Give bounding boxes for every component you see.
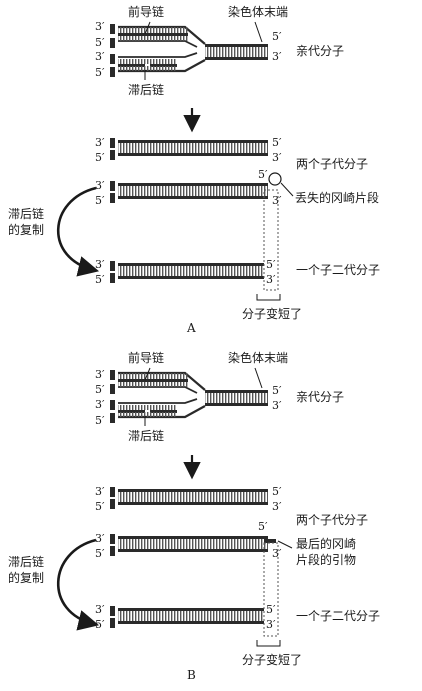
end-label-5prime: 5′ (95, 618, 105, 631)
end-label-3prime: 3′ (272, 399, 282, 412)
missing-fragment-marker (268, 172, 282, 186)
end-label-5prime: 5′ (95, 66, 105, 79)
end-label-3prime: 3′ (272, 500, 282, 513)
end-label-5prime: 5′ (95, 151, 105, 164)
end-label-5prime: 5′ (266, 603, 276, 616)
daughter-molecule-1-a (110, 138, 268, 160)
end-label-3prime: 3′ (95, 398, 105, 411)
label-molecule-shortened: 分子变短了 (242, 306, 302, 321)
daughter-molecule-2-b (110, 534, 276, 556)
parent-molecule-a (110, 24, 268, 77)
end-label-5prime: 5′ (95, 414, 105, 427)
label-last-primer: 片段的引物 (296, 552, 356, 567)
shortening-bracket (256, 640, 281, 647)
end-label-5prime: 5′ (266, 258, 276, 271)
end-label-5prime: 5′ (272, 30, 282, 43)
end-label-5prime: 5′ (272, 384, 282, 397)
label-lagging-strand: 滞后链 (128, 428, 164, 443)
label-parent-molecule: 亲代分子 (296, 390, 344, 404)
end-label-3prime: 3′ (272, 50, 282, 63)
second-gen-molecule-b (110, 606, 264, 628)
shortening-region-box (263, 189, 279, 291)
label-missing-okazaki-fragment: 丢失的冈崎片段 (295, 190, 379, 205)
end-label-3prime: 3′ (95, 603, 105, 616)
panel-a: 3′ 5′ 3′ 5′ 5′ 3′ 前导链 染色体末端 亲代分子 滞后链 3′ … (8, 4, 380, 335)
panel-caption-a: A (186, 321, 196, 335)
last-primer-mark (264, 539, 276, 543)
end-label-3prime: 3′ (272, 151, 282, 164)
end-label-3prime: 3′ (95, 20, 105, 33)
end-label-3prime: 3′ (95, 485, 105, 498)
end-label-3prime: 3′ (95, 50, 105, 63)
label-two-daughter-molecules: 两个子代分子 (296, 513, 368, 527)
shortening-bracket (256, 294, 281, 301)
parent-molecule-b (110, 370, 268, 423)
leader-line (144, 367, 151, 381)
leader-line (144, 21, 151, 35)
end-label-3prime: 3′ (272, 547, 282, 560)
end-label-5prime: 5′ (95, 547, 105, 560)
end-label-5prime: 5′ (272, 136, 282, 149)
label-molecule-shortened: 分子变短了 (242, 652, 302, 667)
end-label-3prime: 3′ (95, 258, 105, 271)
daughter-molecule-1-b (110, 487, 268, 509)
replication-arrow (56, 186, 100, 277)
panel-caption-b: B (187, 668, 196, 682)
end-label-5prime: 5′ (95, 500, 105, 513)
shortening-region-box (263, 542, 279, 637)
end-label-5prime: 5′ (258, 520, 268, 533)
leader-line (254, 21, 263, 43)
label-leading-strand: 前导链 (128, 4, 164, 19)
end-label-3prime: 3′ (272, 194, 282, 207)
replication-arrow (56, 538, 100, 631)
panel-b: 3′ 5′ 3′ 5′ 5′ 3′ 前导链 染色体末端 亲代分子 滞后链 3′ … (8, 350, 380, 682)
leader-line (254, 367, 263, 389)
label-last-primer: 最后的冈崎 (296, 536, 356, 551)
end-label-3prime: 3′ (95, 136, 105, 149)
label-one-second-gen-molecule: 一个子二代分子 (296, 609, 380, 623)
end-label-5prime: 5′ (272, 485, 282, 498)
leader-line (277, 540, 293, 549)
label-lagging-replication: 滞后链 (8, 554, 44, 569)
label-lagging-replication: 的复制 (8, 222, 44, 237)
end-label-3prime: 3′ (95, 368, 105, 381)
end-label-3prime: 3′ (266, 618, 276, 631)
label-lagging-replication: 滞后链 (8, 206, 44, 221)
label-parent-molecule: 亲代分子 (296, 44, 344, 58)
label-chromosome-end: 染色体末端 (228, 4, 288, 19)
end-label-5prime: 5′ (95, 36, 105, 49)
end-label-3prime: 3′ (266, 273, 276, 286)
label-two-daughter-molecules: 两个子代分子 (296, 157, 368, 171)
end-label-5prime: 5′ (95, 383, 105, 396)
label-leading-strand: 前导链 (128, 350, 164, 365)
leader-line (280, 182, 294, 197)
second-gen-molecule-a (110, 261, 264, 283)
end-label-3prime: 3′ (95, 179, 105, 192)
end-label-5prime: 5′ (258, 168, 268, 181)
label-one-second-gen-molecule: 一个子二代分子 (296, 263, 380, 277)
label-chromosome-end: 染色体末端 (228, 350, 288, 365)
label-lagging-replication: 的复制 (8, 570, 44, 585)
end-label-3prime: 3′ (95, 532, 105, 545)
daughter-molecule-2-a (110, 172, 282, 203)
label-lagging-strand: 滞后链 (128, 82, 164, 97)
end-label-5prime: 5′ (95, 194, 105, 207)
end-label-5prime: 5′ (95, 273, 105, 286)
